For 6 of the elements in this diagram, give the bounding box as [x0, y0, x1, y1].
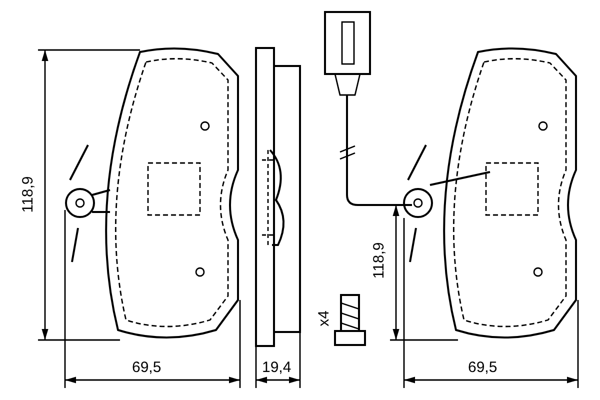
dimension-value: x4 — [315, 310, 332, 326]
dimension-value: 118,9 — [20, 176, 37, 213]
dimension-value: 69,5 — [468, 359, 498, 376]
dimension-value: 19,4 — [262, 359, 292, 376]
dimension-value: 118,9 — [370, 242, 388, 279]
dimension-value: 69,5 — [132, 359, 162, 376]
